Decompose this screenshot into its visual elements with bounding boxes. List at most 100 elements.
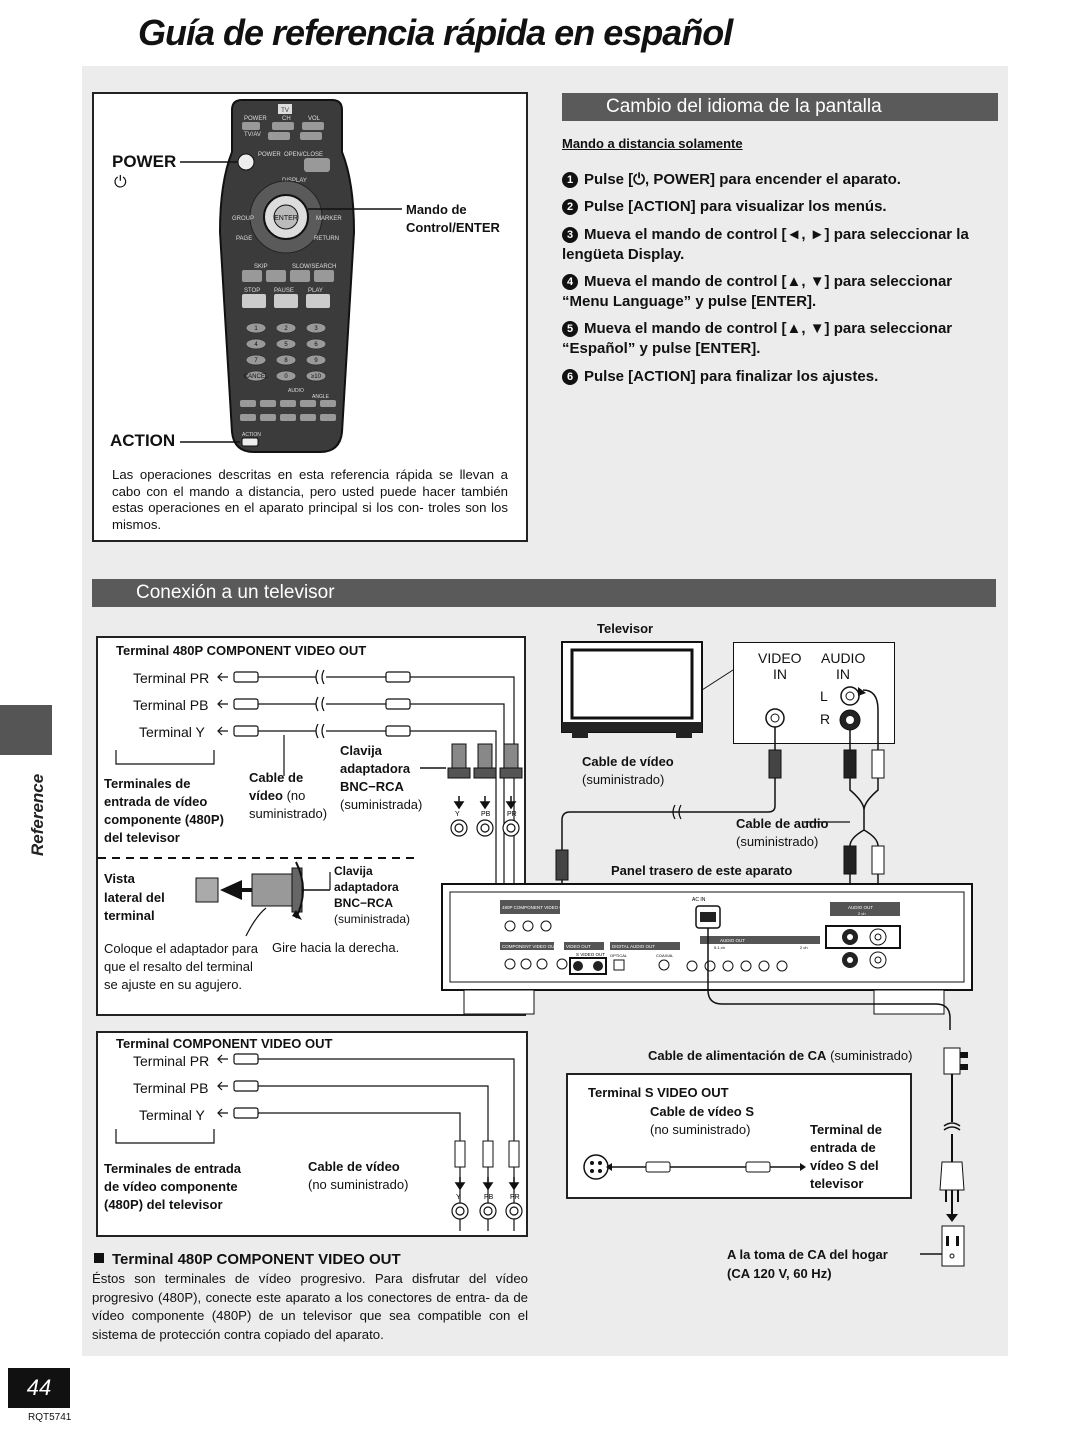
box-480p-title: Terminal 480P COMPONENT VIDEO OUT: [116, 643, 367, 658]
side-tab: [0, 705, 52, 755]
remote-stop: STOP: [244, 288, 260, 294]
box-component-inputs-3: (480P) del televisor: [104, 1197, 223, 1212]
remote-key-2: 2: [284, 326, 288, 332]
box-480p-terminal-y: Terminal Y: [139, 724, 205, 740]
video-cable-label-2: (suministrado): [582, 772, 665, 787]
page-number: 44: [8, 1368, 70, 1408]
power-cable-label-2: (suministrado): [830, 1048, 913, 1063]
step-4-text: Mueva el mando de control [▲, ▼] para se…: [562, 273, 953, 310]
box-480p-vista-1: Vista: [104, 871, 135, 886]
panel-audio-out-2-label: AUDIO OUT: [848, 905, 873, 910]
box-component-cable-1: Cable de vídeo: [308, 1159, 400, 1174]
bottom-note-text: Éstos son terminales de vídeo progresivo…: [92, 1271, 528, 1342]
remote-group: GROUP: [232, 216, 254, 222]
box-480p-clavija: Clavija: [340, 743, 382, 758]
box-component-jack-pr: PR: [510, 1194, 520, 1201]
bottom-note-heading: Terminal 480P COMPONENT VIDEO OUT: [94, 1251, 401, 1268]
remote-slow-search: SLOW/SEARCH: [292, 264, 336, 270]
panel-audio-out-label: AUDIO OUT: [720, 938, 745, 943]
panel-2ch-b-label: 2 ch: [858, 911, 866, 916]
remote-angle: ANGLE: [312, 394, 330, 400]
box-480p-jack-pr: PR: [507, 811, 517, 818]
remote-openclose: OPEN/CLOSE: [284, 152, 323, 158]
box-component-terminal-pb: Terminal PB: [133, 1080, 209, 1096]
remote-key-9: 9: [314, 358, 318, 364]
box-480p-coloque: Coloque el adaptador para que el resalto…: [104, 941, 258, 992]
step-1-number: 1: [562, 172, 578, 188]
box-480p-jack-y: Y: [455, 811, 460, 818]
box-component: [96, 1031, 528, 1237]
page-number-text: 44: [26, 1375, 52, 1400]
mando-control-label-2: Control/ENTER: [406, 220, 500, 235]
box-480p-bnc-rca: BNC−RCA: [340, 779, 404, 794]
box-component-cable-2: (no suministrado): [308, 1177, 409, 1192]
remote-skip: SKIP: [254, 264, 268, 270]
doc-code: RQT5741: [28, 1412, 72, 1423]
box-480p-cable-2a: vídeo: [249, 788, 283, 803]
panel-optical-label: OPTICAL: [610, 953, 628, 958]
box-component-title: Terminal COMPONENT VIDEO OUT: [116, 1036, 333, 1051]
svideo-terminal-label-3: vídeo S del: [810, 1158, 879, 1173]
step-4-number: 4: [562, 274, 578, 290]
tv-inputs-panel: [733, 642, 895, 744]
box-480p-suministrada: (suministrada): [340, 797, 423, 812]
panel-video-out-label: VIDEO OUT: [566, 944, 591, 949]
box-component-diagram: Y PB PR: [115, 1053, 523, 1231]
svideo-cable-label-1: Cable de vídeo S: [650, 1104, 755, 1119]
tv-and-rear-panel-diagram: 480P COMPONENT VIDEO OUT COMPONENT VIDEO…: [441, 641, 973, 1030]
remote-key-cancel: CANCEL: [244, 374, 269, 380]
box-480p-terminal-pr: Terminal PR: [133, 670, 210, 686]
remote-power-label: POWER: [258, 152, 281, 158]
mando-control-label-1: Mando de: [406, 202, 467, 217]
box-component-jack-pb: PB: [484, 1194, 494, 1201]
audio-cable-label-2: (suministrado): [736, 834, 819, 849]
svideo-box: [566, 1073, 912, 1199]
box-480p-cable-4: suministrado): [249, 806, 328, 821]
step-3-number: 3: [562, 227, 578, 243]
video-cable-label-1: Cable de vídeo: [582, 754, 674, 769]
outlet-label-1: A la toma de CA del hogar: [727, 1247, 888, 1262]
svideo-cable-label-2: (no suministrado): [650, 1122, 751, 1137]
remote-power-top: POWER: [244, 116, 267, 122]
outlet-label-2: (CA 120 V, 60 Hz): [727, 1266, 832, 1281]
box-480p-clavija-2: Clavija: [334, 864, 373, 878]
step-1-text: Pulse [⏻, POWER] para encender el aparat…: [584, 171, 901, 188]
language-section-header: Cambio del idioma de la pantalla: [562, 93, 998, 121]
step-1: 1 Pulse [⏻, POWER] para encender el apara…: [562, 170, 1002, 190]
language-section-title: Cambio del idioma de la pantalla: [606, 96, 882, 117]
box-480p-cable-2: vídeo (no: [249, 788, 306, 803]
power-cable-label-1: Cable de alimentación de CA: [648, 1048, 827, 1063]
remote-return: RETURN: [314, 236, 339, 242]
svideo-terminal-label-2: entrada de: [810, 1140, 876, 1155]
tv-video-in-label: VIDEO: [758, 650, 802, 666]
audio-cable-label-1: Cable de audio: [736, 816, 829, 831]
box-480p-jack-pb: PB: [481, 811, 491, 818]
remote-ch: CH: [282, 116, 291, 122]
page-title: Guía de referencia rápida en español: [138, 12, 733, 53]
power-cable-label: Cable de alimentación de CA (suministrad…: [648, 1048, 912, 1063]
box-480p-terminal-pb: Terminal PB: [133, 697, 209, 713]
remote-illustration: TV POWER CH VOL TV/AV POWER OPEN/CLOSE D…: [180, 99, 402, 453]
panel-svideo-label: S VIDEO OUT: [576, 952, 605, 957]
step-6-text: Pulse [ACTION] para finalizar los ajuste…: [584, 368, 879, 385]
power-plug-diagram: [920, 1047, 968, 1267]
step-5-number: 5: [562, 321, 578, 337]
box-480p-bnc-rca-2: BNC−RCA: [334, 896, 394, 910]
panel-2ch-label: 2 ch: [800, 945, 808, 950]
remote-key-6: 6: [314, 342, 318, 348]
svideo-terminal-label-4: televisor: [810, 1176, 864, 1191]
remote-audio: AUDIO: [288, 388, 304, 394]
box-480p-cable-2b: no: [290, 788, 306, 803]
bottom-note-heading-text: Terminal 480P COMPONENT VIDEO OUT: [112, 1251, 401, 1268]
svideo-box-title: Terminal S VIDEO OUT: [588, 1085, 729, 1100]
panel-ac-in-label: AC IN: [692, 897, 706, 903]
remote-only-subtitle: Mando a distancia solamente: [562, 136, 743, 151]
panel-51ch-label: 5.1 ch: [714, 945, 725, 950]
remote-tvav: TV/AV: [244, 132, 261, 138]
step-3-text: Mueva el mando de control [◄, ►] para se…: [562, 226, 969, 263]
remote-display: DISPLAY: [282, 178, 307, 184]
tv-audio-in-label: AUDIO: [821, 650, 866, 666]
tv-r-label: R: [820, 711, 831, 727]
